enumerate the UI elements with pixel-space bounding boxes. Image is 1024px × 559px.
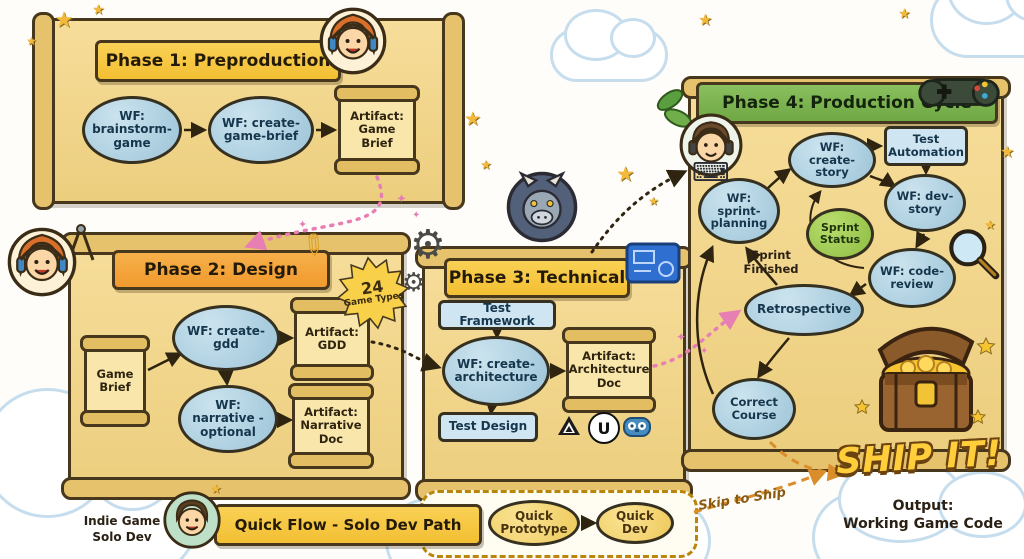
wf-dev-story-label: WF: dev-story [896, 189, 954, 216]
artifact-architecture-doc: Artifact: Architecture Doc [562, 327, 656, 413]
quick-flow-banner: Quick Flow - Solo Dev Path [214, 504, 482, 546]
game-controller-icon [916, 66, 1002, 124]
correct-course-node: Correct Course [712, 378, 796, 440]
phase1-banner: Phase 1: Preproduction [95, 40, 341, 82]
retrospective-label: Retrospective [756, 302, 852, 317]
wf-dev-story-node: WF: dev-story [884, 174, 966, 232]
wf-narrative-label: WF: narrative - optional [192, 397, 264, 439]
sparkle-icon: ✦ [676, 330, 687, 344]
wf-create-game-brief-label: WF: create-game-brief [222, 115, 300, 143]
star-icon: ★ [698, 10, 713, 29]
phase3-banner: Phase 3: Technical [444, 258, 630, 298]
star-icon: ★ [210, 482, 222, 497]
correct-course-label: Correct Course [730, 395, 778, 422]
wf-code-review-node: WF: code-review [868, 248, 956, 308]
star-icon: ★ [54, 8, 74, 33]
unreal-icon: U [588, 412, 620, 444]
keyboard-icon: ⌨ [692, 158, 730, 188]
star-icon: ★ [984, 218, 996, 233]
pencil-icon: ✏ [294, 231, 332, 260]
phase4-avatar [678, 112, 744, 178]
star-icon: ★ [616, 162, 635, 186]
wf-create-story-label: WF: create-story [808, 139, 856, 180]
artifact-narrative-doc-label: Artifact: Narrative Doc [300, 405, 362, 446]
unreal-letter: U [597, 418, 611, 438]
treasure-chest [850, 310, 1002, 452]
star-icon: ★ [26, 34, 37, 48]
phase3-title: Phase 3: Technical [448, 268, 626, 288]
artifact-narrative-doc: Artifact: Narrative Doc [288, 383, 374, 469]
retrospective-node: Retrospective [744, 284, 864, 336]
wf-narrative-node: WF: narrative - optional [178, 385, 278, 453]
sparkle-icon: ✦ [700, 346, 709, 357]
star-icon: ★ [92, 2, 105, 18]
phase1-title: Phase 1: Preproduction [105, 51, 331, 71]
test-automation-box: Test Automation [884, 126, 968, 166]
game-types-label: Game Types [343, 291, 405, 310]
phase2-title: Phase 2: Design [143, 260, 298, 280]
sprint-finished-text: Sprint Finished [743, 248, 799, 276]
solo-dev-line1: Indie Game [83, 514, 161, 528]
blueprint-icon [625, 238, 683, 290]
game-brief-input-label: Game Brief [96, 366, 134, 394]
sparkle-icon: ✦ [298, 218, 308, 231]
solo-dev-line2: Solo Dev [92, 529, 152, 544]
cloud-decoration [930, 0, 1024, 58]
output-line2: Working Game Code [843, 515, 1003, 532]
test-framework-box: Test Framework [438, 300, 556, 330]
wf-create-gdd-node: WF: create-gdd [172, 305, 280, 371]
quick-dev-label: Quick Dev [616, 508, 654, 536]
phase3-dragon-avatar [505, 170, 579, 244]
test-automation-label: Test Automation [888, 132, 964, 159]
star-icon: ★ [464, 108, 482, 130]
phase4-title: Phase 4: Production Cycle [722, 93, 972, 113]
gear-icon: ⚙ [402, 268, 426, 298]
solo-dev-avatar [162, 490, 222, 550]
output-line1: Output: [892, 498, 954, 514]
sparkle-icon: ✦ [396, 192, 407, 207]
quick-flow-title: Quick Flow - Solo Dev Path [234, 516, 462, 534]
test-design-label: Test Design [448, 419, 528, 434]
test-framework-label: Test Framework [459, 300, 535, 328]
game-brief-input-scroll: Game Brief [80, 335, 150, 427]
test-design-box: Test Design [438, 412, 538, 442]
wf-create-gdd-label: WF: create-gdd [187, 323, 265, 351]
wf-create-story-node: WF: create-story [788, 132, 876, 188]
sprint-finished-label: Sprint Finished [740, 248, 802, 276]
skip-to-ship-text: Skip to Ship [697, 485, 787, 514]
solo-dev-caption: Indie Game Solo Dev [80, 514, 164, 545]
artifact-game-brief: Artifact: Game Brief [334, 85, 420, 175]
sparkle-icon: ✦ [412, 210, 421, 221]
phase1-avatar [318, 6, 388, 76]
quick-prototype-label: Quick Prototype [500, 508, 568, 536]
wf-sprint-planning-label: WF: sprint-planning [710, 190, 768, 231]
star-icon: ★ [1000, 142, 1015, 161]
sprint-status-node: Sprint Status [806, 208, 874, 260]
phase2-banner: Phase 2: Design [112, 250, 330, 290]
wf-code-review-label: WF: code-review [879, 264, 945, 291]
artifact-gdd-label: Artifact: GDD [305, 324, 359, 352]
wf-brainstorm-game-label: WF: brainstorm-game [92, 108, 172, 150]
star-icon: ★ [648, 194, 659, 208]
wf-brainstorm-game-node: WF: brainstorm-game [82, 96, 182, 164]
wf-create-game-brief-node: WF: create-game-brief [208, 96, 314, 164]
cloud-decoration [550, 8, 668, 82]
sprint-status-label: Sprint Status [819, 220, 861, 246]
artifact-architecture-doc-label: Artifact: Architecture Doc [568, 349, 650, 390]
wf-create-architecture-label: WF: create-architecture [454, 356, 538, 384]
skip-to-ship-label: Skip to Ship [697, 485, 787, 514]
output-caption: Output: Working Game Code [828, 498, 1018, 533]
magnifier-icon [942, 222, 1004, 288]
unity-icon [556, 414, 582, 444]
quick-prototype-node: Quick Prototype [488, 500, 580, 546]
wf-create-architecture-node: WF: create-architecture [442, 336, 550, 406]
godot-icon [622, 412, 652, 444]
quick-dev-node: Quick Dev [596, 502, 674, 544]
star-icon: ★ [480, 158, 492, 173]
gear-icon: ⚙ [410, 222, 446, 268]
star-icon: ★ [898, 6, 911, 22]
artifact-game-brief-label: Artifact: Game Brief [350, 109, 404, 150]
phase2-avatar [6, 226, 78, 298]
